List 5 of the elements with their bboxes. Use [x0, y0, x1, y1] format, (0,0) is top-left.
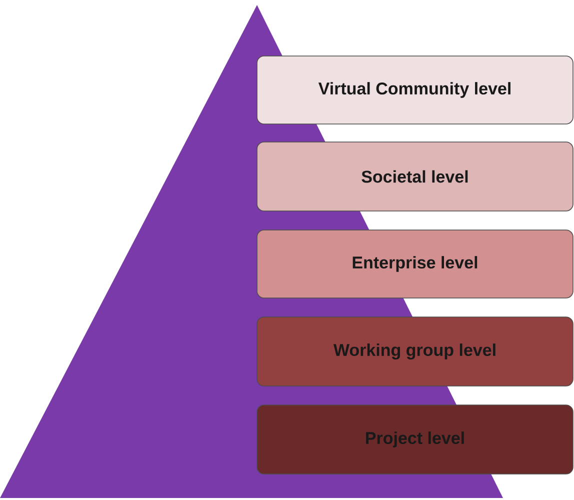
level-box: Project level [256, 404, 574, 474]
level-box: Virtual Community level [256, 56, 574, 124]
level-box: Enterprise level [256, 230, 574, 298]
level-box: Societal level [256, 142, 574, 212]
level-box: Working group level [256, 316, 574, 386]
